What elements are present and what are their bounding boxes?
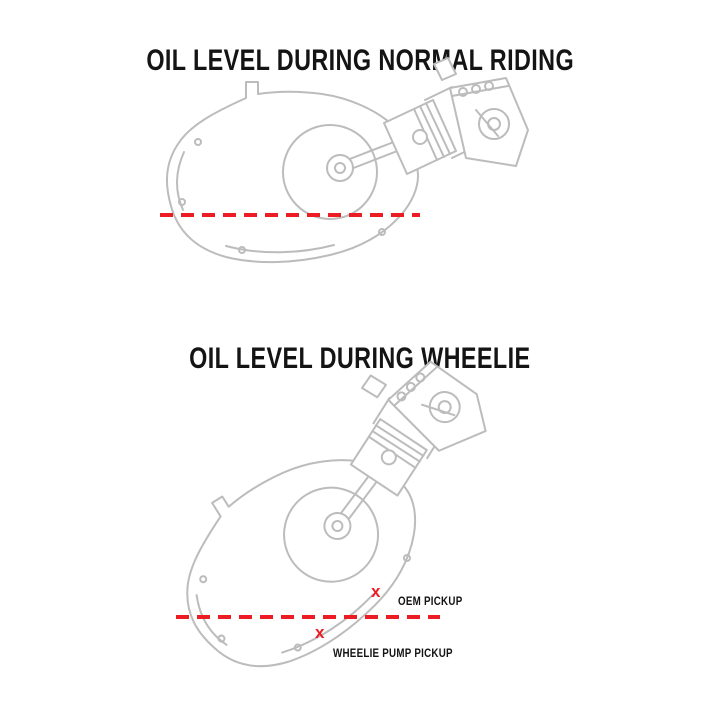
engine-cross-section-normal <box>165 57 530 264</box>
wheelie-pump-pickup-label: WHEELIE PUMP PICKUP <box>333 648 453 660</box>
title-oil-level-normal-text: OIL LEVEL DURING NORMAL RIDING <box>146 44 574 78</box>
engine-cross-section-wheelie <box>131 332 548 699</box>
title-oil-level-normal: OIL LEVEL DURING NORMAL RIDING <box>0 43 720 76</box>
oem-pickup-marker: x <box>371 582 381 601</box>
title-oil-level-wheelie-text: OIL LEVEL DURING WHEELIE <box>189 342 531 376</box>
oem-pickup-label: OEM PICKUP <box>398 596 463 608</box>
wheelie-pump-pickup-marker: x <box>315 623 325 642</box>
title-oil-level-wheelie: OIL LEVEL DURING WHEELIE <box>0 341 720 374</box>
